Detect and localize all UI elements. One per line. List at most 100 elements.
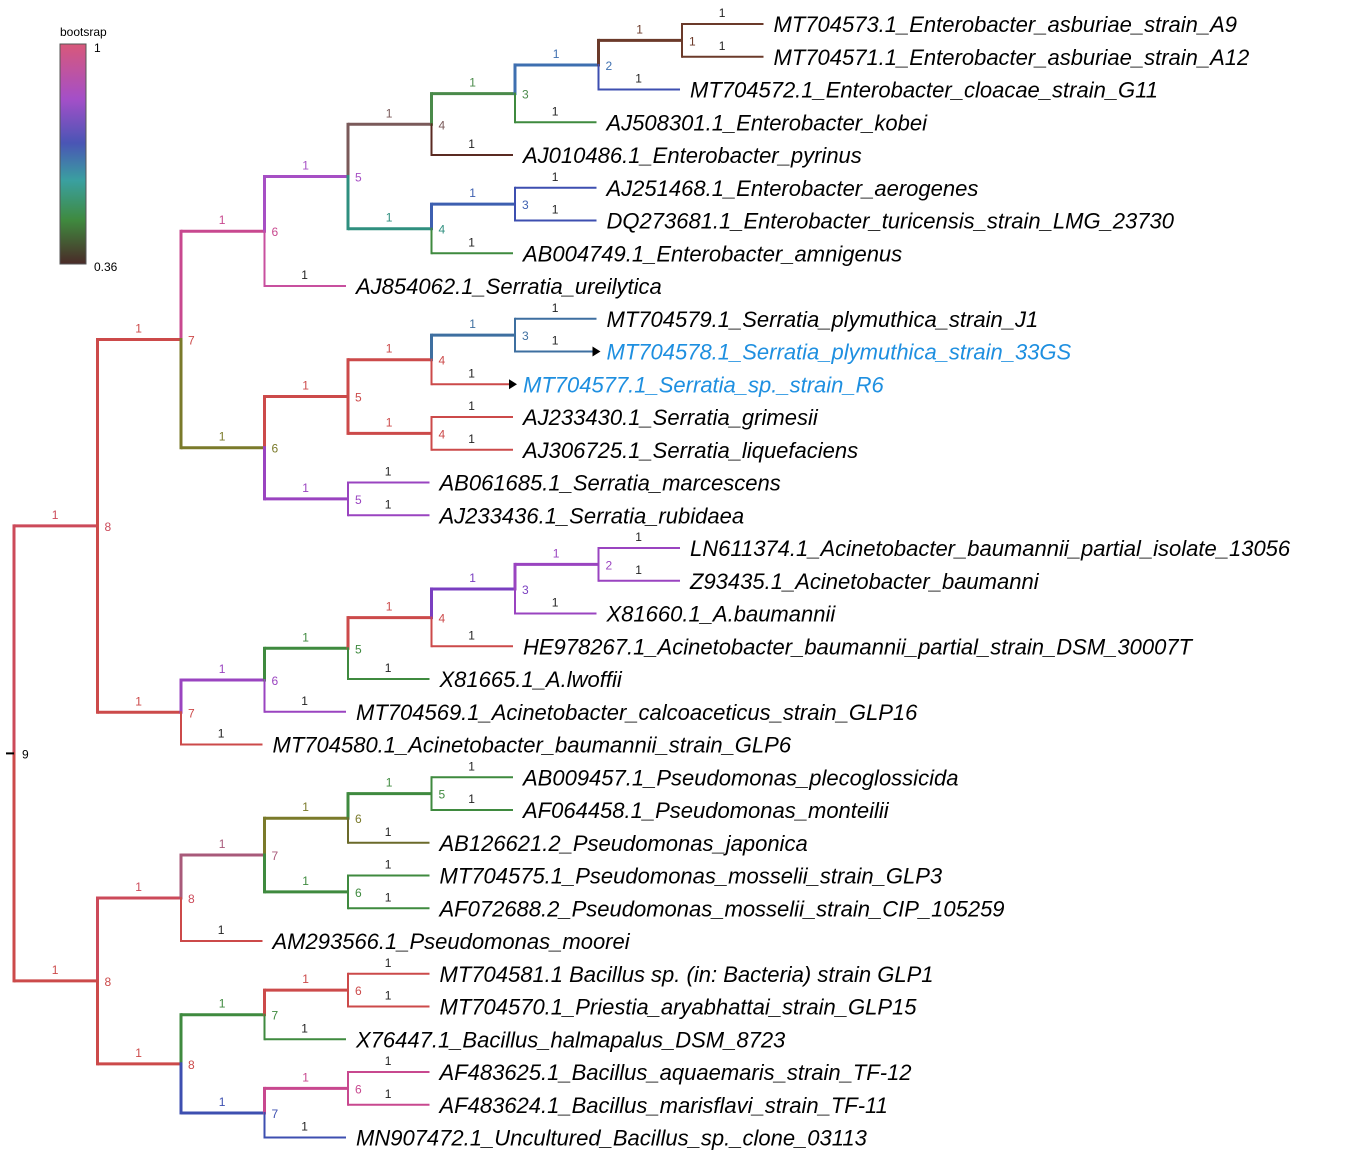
bootstrap-value: 1 (468, 137, 475, 151)
bootstrap-value: 1 (635, 72, 642, 86)
bootstrap-value: 1 (719, 39, 726, 53)
bootstrap-value: 1 (219, 213, 226, 227)
bootstrap-legend: bootsrap 1 0.36 (59, 25, 118, 274)
bootstrap-value: 1 (302, 1070, 309, 1084)
node-label: 7 (272, 1107, 279, 1121)
bootstrap-value: 1 (135, 1046, 142, 1060)
tip-label: MT704573.1_Enterobacter_asburiae_strain_… (774, 12, 1238, 37)
tip-label: AF072688.2_Pseudomonas_mosselii_strain_C… (438, 896, 1005, 921)
bootstrap-value: 1 (385, 956, 392, 970)
bootstrap-value: 1 (552, 334, 559, 348)
bootstrap-value: 1 (135, 880, 142, 894)
node-label: 5 (355, 493, 362, 507)
bootstrap-value: 1 (552, 203, 559, 217)
node-label: 3 (522, 198, 529, 212)
bootstrap-value: 1 (219, 997, 226, 1011)
tip-label: X76447.1_Bacillus_halmapalus_DSM_8723 (355, 1027, 786, 1052)
tip-label: AJ251468.1_Enterobacter_aerogenes (605, 176, 979, 201)
bootstrap-value: 1 (552, 301, 559, 315)
tip-label: AB126621.2_Pseudomonas_japonica (438, 831, 808, 856)
bootstrap-value: 1 (301, 1120, 308, 1134)
bootstrap-value: 1 (386, 415, 393, 429)
node-label: 7 (188, 706, 195, 720)
bootstrap-value: 1 (386, 776, 393, 790)
node-label: 8 (188, 1058, 195, 1072)
node-label: 7 (272, 849, 279, 863)
bootstrap-value: 1 (219, 837, 226, 851)
tip-label: AF064458.1_Pseudomonas_monteilii (521, 798, 890, 823)
node-label: 6 (272, 674, 279, 688)
node-label: 6 (355, 1082, 362, 1096)
bootstrap-value: 1 (385, 890, 392, 904)
bootstrap-value: 1 (219, 662, 226, 676)
tip-label: MN907472.1_Uncultured_Bacillus_sp._clone… (356, 1126, 868, 1151)
tip-label: HE978267.1_Acinetobacter_baumannii_parti… (523, 634, 1194, 659)
highlight-arrow-icon (592, 346, 601, 357)
bootstrap-value: 1 (301, 694, 308, 708)
root-node-label: 9 (22, 747, 29, 761)
node-label: 3 (522, 88, 529, 102)
node-label: 5 (355, 391, 362, 405)
tree-labels: 1 8 1 7 1 6 1 5 1 4 1 3 1 2 1 1 1 MT704573.1_Enterobacter… (22, 6, 1291, 1151)
tip-label: MT704577.1_Serratia_sp._strain_R6 (523, 372, 885, 397)
bootstrap-value: 1 (552, 170, 559, 184)
legend-min-label: 0.36 (94, 260, 118, 274)
bootstrap-value: 1 (302, 158, 309, 172)
bootstrap-value: 1 (635, 530, 642, 544)
bootstrap-value: 1 (553, 546, 560, 560)
bootstrap-value: 1 (385, 989, 392, 1003)
node-label: 5 (355, 642, 362, 656)
tip-label: MT704571.1_Enterobacter_asburiae_strain_… (774, 45, 1250, 70)
bootstrap-value: 1 (636, 22, 643, 36)
bootstrap-value: 1 (386, 600, 393, 614)
tip-label: MT704570.1_Priestia_aryabhattai_strain_G… (440, 995, 918, 1020)
bootstrap-value: 1 (301, 1021, 308, 1035)
tip-label: AJ233430.1_Serratia_grimesii (521, 405, 819, 430)
node-label: 4 (439, 427, 446, 441)
bootstrap-value: 1 (386, 211, 393, 225)
tip-label: MT704579.1_Serratia_plymuthica_strain_J1 (607, 307, 1039, 332)
bootstrap-value: 1 (385, 465, 392, 479)
bootstrap-value: 1 (302, 630, 309, 644)
bootstrap-value: 1 (135, 321, 142, 335)
node-label: 1 (689, 34, 696, 48)
legend-title: bootsrap (60, 25, 107, 39)
tip-label: AB009457.1_Pseudomonas_plecoglossicida (521, 765, 958, 790)
tip-label: X81660.1_A.baumannii (606, 602, 837, 627)
node-label: 2 (606, 59, 613, 73)
tip-label: AJ233436.1_Serratia_rubidaea (438, 503, 745, 528)
bootstrap-value: 1 (468, 628, 475, 642)
node-label: 6 (355, 984, 362, 998)
bootstrap-value: 1 (52, 508, 59, 522)
bootstrap-value: 1 (385, 858, 392, 872)
tip-label: LN611374.1_Acinetobacter_baumannii_parti… (690, 536, 1291, 561)
tip-label: AM293566.1_Pseudomonas_moorei (271, 929, 631, 954)
bootstrap-value: 1 (468, 759, 475, 773)
node-label: 8 (105, 520, 112, 534)
bootstrap-value: 1 (552, 596, 559, 610)
legend-color-bar (59, 43, 87, 265)
bootstrap-value: 1 (385, 825, 392, 839)
tip-label: DQ273681.1_Enterobacter_turicensis_strai… (607, 209, 1175, 234)
node-label: 6 (272, 225, 279, 239)
tip-label: AF483624.1_Bacillus_marisflavi_strain_TF… (438, 1093, 888, 1118)
bootstrap-value: 1 (385, 497, 392, 511)
highlight-arrow-icon (509, 379, 517, 390)
bootstrap-value: 1 (385, 1087, 392, 1101)
node-label: 5 (355, 170, 362, 184)
node-label: 6 (272, 442, 279, 456)
node-label: 4 (439, 612, 446, 626)
tip-label: MT704569.1_Acinetobacter_calcoaceticus_s… (356, 700, 918, 725)
bootstrap-value: 1 (469, 317, 476, 331)
node-label: 8 (188, 892, 195, 906)
bootstrap-value: 1 (553, 47, 560, 61)
bootstrap-value: 1 (52, 963, 59, 977)
tip-label: AJ306725.1_Serratia_liquefaciens (521, 438, 858, 463)
bootstrap-value: 1 (302, 800, 309, 814)
tip-label: MT704581.1 Bacillus sp. (in: Bacteria) s… (440, 962, 934, 987)
bootstrap-value: 1 (385, 661, 392, 675)
node-label: 3 (522, 329, 529, 343)
node-label: 6 (355, 812, 362, 826)
bootstrap-value: 1 (302, 972, 309, 986)
